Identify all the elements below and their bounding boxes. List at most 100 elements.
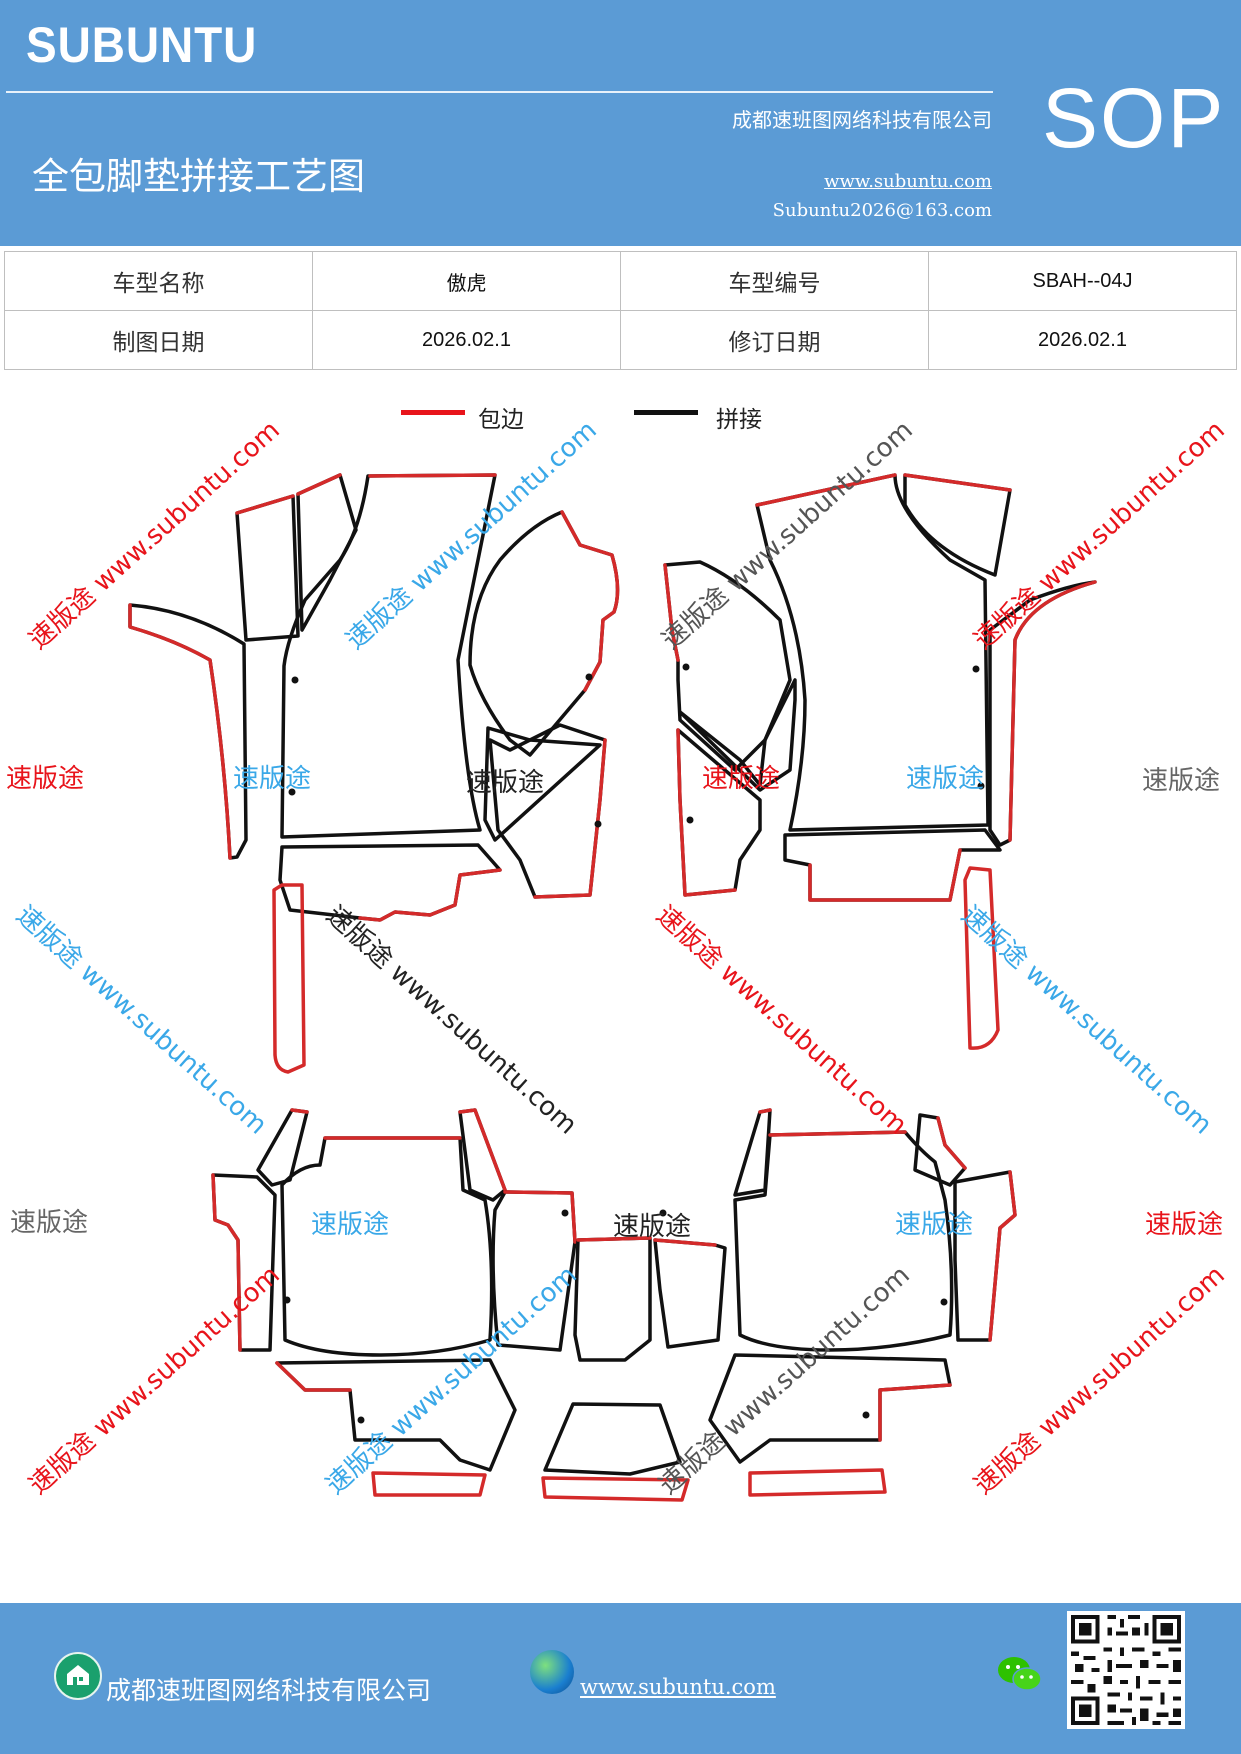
mat-piece — [755, 473, 990, 832]
fastener-dot — [972, 665, 980, 673]
globe-icon — [530, 1650, 574, 1694]
watermark-brand: 速版途 — [702, 764, 781, 794]
watermark-brand: 速版途 — [466, 768, 545, 798]
legend-label-edge: 包边 — [478, 407, 524, 433]
mat-piece — [573, 1236, 652, 1362]
fastener-dot — [357, 1416, 365, 1424]
mat-piece — [533, 738, 607, 899]
mat-piece — [235, 494, 300, 642]
mat-piece — [878, 1383, 952, 1442]
mat-piece — [653, 1238, 727, 1349]
mat-piece — [371, 1471, 487, 1497]
value-revise-date: 2026.02.1 — [928, 310, 1237, 370]
watermark-brand: 速版途 — [233, 764, 312, 794]
fastener-dot — [686, 816, 694, 824]
mat-piece — [458, 1108, 507, 1202]
watermark-brand: 速版途 — [311, 1210, 390, 1240]
fastener-dot — [585, 673, 593, 681]
mat-piece — [488, 723, 607, 899]
label-draw-date: 制图日期 — [4, 310, 313, 370]
mat-piece — [503, 1190, 577, 1244]
mat-piece — [491, 1190, 577, 1352]
sop-label: SOP — [1042, 71, 1226, 165]
page-title: 全包脚垫拼接工艺图 — [32, 155, 365, 198]
mat-piece — [358, 868, 502, 922]
label-revise-date: 修订日期 — [620, 310, 929, 370]
fastener-dot — [682, 663, 690, 671]
mat-piece — [278, 843, 502, 922]
fastener-dot — [977, 782, 985, 790]
fastener-dot — [940, 1298, 948, 1306]
table-row: 制图日期 2026.02.1 修订日期 2026.02.1 — [4, 310, 1237, 370]
mat-piece — [576, 1236, 652, 1242]
header-divider — [6, 91, 993, 93]
mat-piece — [663, 560, 792, 772]
mat-piece — [280, 1136, 494, 1357]
mat-piece — [458, 1108, 507, 1192]
fastener-dot — [594, 820, 602, 828]
fastener-dot — [561, 1209, 569, 1217]
mat-piece — [256, 1108, 309, 1187]
mat-piece — [541, 1476, 690, 1502]
mat-piece — [963, 866, 1000, 1050]
mat-piece — [128, 603, 232, 860]
brand-logo: SUBUNTU — [26, 17, 258, 73]
mat-piece — [1008, 580, 1097, 842]
header-company: 成都速班图网络科技有限公司 — [732, 108, 992, 132]
mat-piece — [663, 563, 680, 662]
fastener-dots — [283, 663, 985, 1424]
mat-piece — [988, 1170, 1017, 1342]
mat-piece — [296, 473, 342, 496]
mat-piece — [296, 473, 358, 632]
value-model-name: 傲虎 — [312, 251, 621, 311]
mat-piece — [768, 1130, 907, 1137]
mat-piece — [733, 1130, 954, 1352]
mat-piece — [748, 1468, 887, 1497]
label-model-name: 车型名称 — [4, 251, 313, 311]
label-model-code: 车型编号 — [620, 251, 929, 311]
mat-piece — [543, 1402, 682, 1476]
mat-piece — [755, 473, 897, 507]
mat-piece — [953, 1170, 1017, 1342]
watermark-brand: 速版途 — [10, 1208, 89, 1238]
legend-label-seam: 拼接 — [716, 407, 762, 433]
fastener-dot — [659, 1209, 667, 1217]
watermark-brand: 速版途 — [906, 764, 985, 794]
mat-piece — [783, 828, 1002, 902]
legend: 包边 拼接 — [0, 396, 1241, 436]
footer: 成都速班图网络科技有限公司 www.subuntu.com — [0, 1603, 1241, 1754]
header: SUBUNTU SOP 成都速班图网络科技有限公司 全包脚垫拼接工艺图 www.… — [0, 0, 1241, 246]
mat-piece — [272, 883, 306, 1074]
footer-website-link[interactable]: www.subuntu.com — [580, 1675, 776, 1699]
mat-piece — [808, 848, 962, 902]
fastener-dot — [862, 1411, 870, 1419]
mat-piece — [280, 473, 497, 839]
mat-piece — [678, 678, 797, 792]
watermark-brand: 速版途 — [613, 1212, 692, 1242]
mat-piece — [235, 494, 295, 515]
info-table: 车型名称 傲虎 车型编号 SBAH--04J 制图日期 2026.02.1 修订… — [4, 251, 1237, 370]
watermark-brand: 速版途 — [1142, 766, 1221, 796]
mat-piece — [290, 1108, 309, 1114]
value-model-code: SBAH--04J — [928, 251, 1237, 311]
watermark-brand: 速版途 — [6, 764, 85, 794]
mat-piece — [903, 473, 1012, 492]
home-icon — [54, 1652, 102, 1700]
footer-company: 成都速班图网络科技有限公司 — [106, 1676, 432, 1705]
mat-piece — [903, 473, 1012, 577]
mat-piece — [653, 1238, 717, 1247]
mat-piece — [275, 1361, 352, 1392]
mat-piece — [368, 473, 497, 478]
fastener-dot — [288, 788, 296, 796]
mat-piece — [560, 510, 620, 692]
legend-swatch-edge — [401, 410, 465, 415]
value-draw-date: 2026.02.1 — [312, 310, 621, 370]
legend-swatch-seam — [634, 410, 698, 415]
wechat-icon[interactable] — [996, 1655, 1044, 1695]
table-row: 车型名称 傲虎 车型编号 SBAH--04J — [4, 251, 1237, 311]
fastener-dot — [291, 676, 299, 684]
header-website-link[interactable]: www.subuntu.com — [824, 171, 992, 192]
watermark-brand: 速版途 — [1145, 1210, 1224, 1240]
header-email[interactable]: Subuntu2026@163.com — [772, 200, 992, 221]
